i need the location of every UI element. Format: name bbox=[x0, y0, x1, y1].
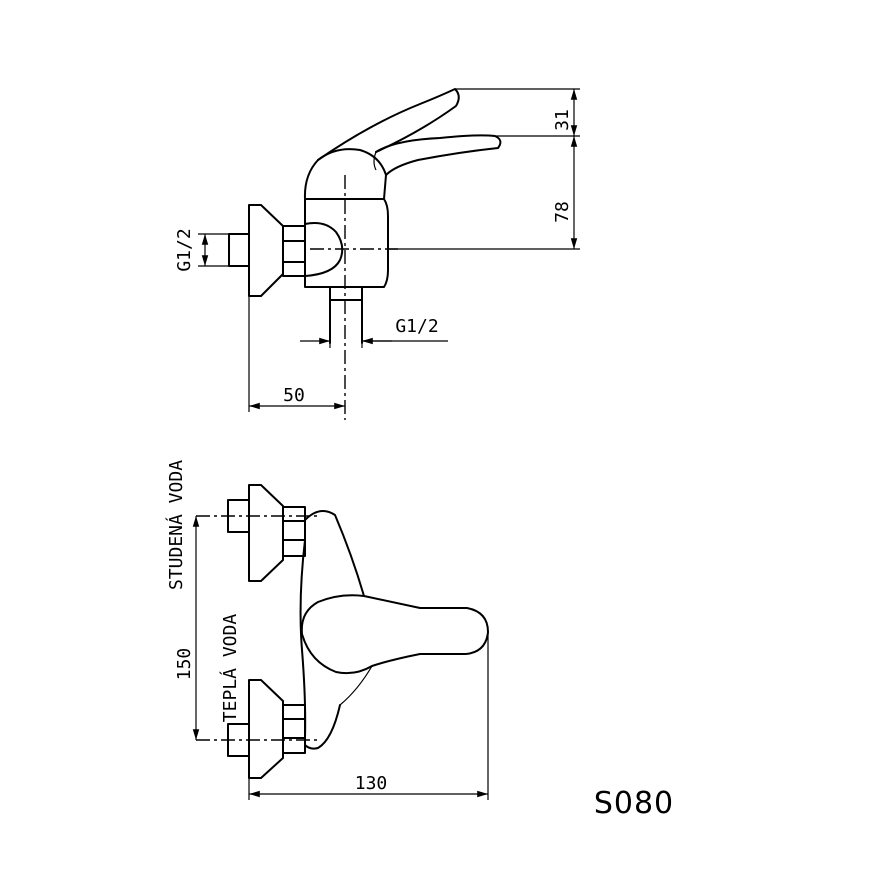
valve-body bbox=[304, 198, 389, 288]
inlet-thread-dimension: G1/2 bbox=[174, 228, 229, 272]
height-dimensions: 31 78 bbox=[388, 88, 580, 250]
hot-water-label: TEPLÁ VODA bbox=[219, 614, 241, 723]
cold-water-label: STUDENÁ VODA bbox=[165, 460, 187, 590]
lever-height-label: 31 bbox=[552, 109, 573, 131]
spacing-label: 150 bbox=[174, 648, 195, 681]
outlet-nozzle bbox=[329, 286, 363, 344]
width-dimension: 130 bbox=[248, 632, 489, 800]
outlet-thread-dimension: G1/2 bbox=[300, 316, 448, 348]
wall-flange bbox=[248, 204, 284, 297]
front-body bbox=[299, 510, 365, 750]
body-height-label: 78 bbox=[552, 201, 573, 223]
model-number: S080 bbox=[594, 786, 674, 821]
inlet-thread-label: G1/2 bbox=[174, 228, 195, 271]
hex-nut bbox=[282, 225, 306, 277]
outlet-bulge bbox=[304, 222, 344, 277]
lever-base bbox=[303, 148, 387, 200]
spacing-dimension: 150 bbox=[174, 516, 200, 740]
side-view: G1/2 G1/2 50 31 78 bbox=[174, 88, 580, 420]
cold-inlet bbox=[227, 484, 306, 582]
lever-upper bbox=[317, 88, 460, 161]
outlet-thread-label: G1/2 bbox=[395, 316, 438, 337]
front-lever-inner bbox=[339, 665, 373, 706]
offset-label: 50 bbox=[283, 385, 305, 406]
lever-inner bbox=[373, 151, 377, 171]
inlet-pipe bbox=[228, 233, 250, 267]
offset-dimension: 50 bbox=[248, 296, 345, 412]
width-label: 130 bbox=[355, 773, 388, 794]
lever-lower bbox=[375, 134, 502, 176]
front-lever bbox=[300, 594, 489, 675]
front-view: 150 STUDENÁ VODA TEPLÁ VODA 130 bbox=[165, 460, 489, 800]
